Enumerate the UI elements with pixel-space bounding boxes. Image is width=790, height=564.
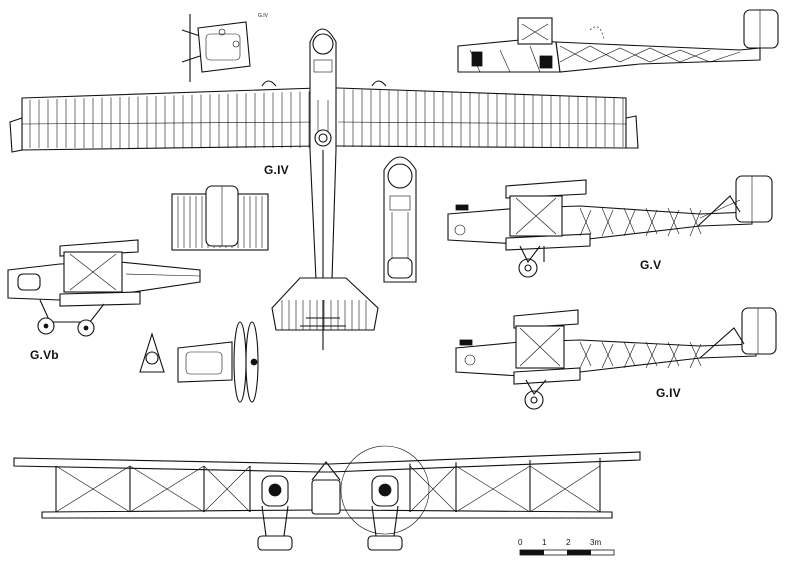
g4-wing-ribs-right [343,89,624,147]
front-view [13,445,641,551]
label-g5b: G.Vb [30,348,59,362]
scale-tick-0: 0 [518,538,523,547]
drawing-line [667,343,680,369]
g5-side-view [447,175,773,278]
label-g5: G.V [640,258,662,272]
g4-wing-ribs-left [29,91,310,148]
front-interplane-struts [55,457,601,513]
drawing-line [601,343,614,369]
front-right-nacelle [340,445,430,551]
drawing-line [689,341,702,367]
drawing-line [667,207,680,235]
drawing-line [601,341,614,367]
label-g4-plan: G.IV [264,163,289,177]
drawing-line [623,209,636,237]
drawing-line [601,209,614,237]
drawing-line [667,341,680,367]
scale-bar [519,549,615,556]
drawing-line [579,343,592,369]
drawing-line [579,209,592,237]
drawing-line [689,209,702,237]
g4-plan-view [9,28,639,350]
drawing-line [601,207,614,235]
front-left-nacelle [257,475,293,551]
drawing-line [645,209,658,237]
label-engine-note: G.IV [258,13,269,19]
engine-front-detail-top [181,14,251,82]
drawing-line [645,343,658,369]
drawing-line [623,341,636,367]
g4-tail-ribs [281,300,367,330]
g4-side-view-top [457,9,779,73]
drawing-line [529,465,601,513]
label-g4-side: G.IV [656,386,681,400]
drawing-line [689,207,702,235]
drawing-line [645,207,658,235]
drawing-line [55,465,131,513]
g4-nose-detail [383,156,417,283]
g5b-side-view [7,239,201,337]
scale-tick-3: 3m [590,538,602,547]
drawing-line [645,341,658,367]
front-upper-wing [13,451,641,473]
drawing-line [623,343,636,369]
scale-tick-2: 2 [566,538,571,547]
drawing-line [623,207,636,235]
scale-tick-1: 1 [542,538,547,547]
drawing-line [129,465,205,513]
drawing-line [203,465,251,513]
drawing-line [579,341,592,367]
drawing-line [409,465,457,513]
drawing-line [455,465,531,513]
drawing-line [689,343,702,369]
engine-nacelle-detail-mid [171,185,269,251]
drawing-line [667,209,680,237]
g5-fuselage-bracing [579,207,702,237]
g4-tailplane [271,277,379,331]
g4-side-fuselage-bracing [579,341,702,369]
g4-side-view-bottom [455,307,777,410]
drawing-line [579,207,592,235]
engine-parts-detail-bottom [139,321,259,403]
